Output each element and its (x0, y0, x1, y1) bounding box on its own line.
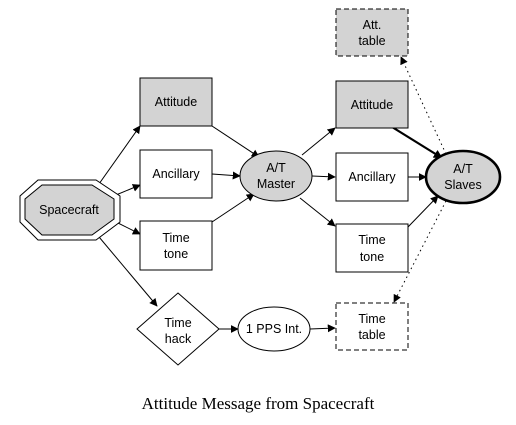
node-pps: 1 PPS Int. (237, 306, 311, 352)
node-att-table-label-2: table (358, 34, 385, 48)
edge-spacecraft-attitude (93, 125, 141, 192)
node-time-tone-in-label-2: tone (164, 247, 188, 261)
node-time-hack-label-1: Time (164, 316, 191, 330)
edge-ancillary-master (211, 171, 241, 180)
node-time-table: Time table (335, 302, 409, 351)
node-attitude-in-label: Attitude (155, 95, 197, 109)
node-attitude-out: Attitude (335, 80, 409, 129)
edge-attitude-out-slaves (391, 126, 443, 159)
edge-pps-time-table (309, 324, 336, 333)
edge-time-tone-master (211, 193, 255, 223)
node-at-master-label-2: Master (257, 177, 295, 191)
node-spacecraft-label: Spacecraft (39, 203, 99, 217)
node-attitude-out-label: Attitude (351, 98, 393, 112)
node-pps-label: 1 PPS Int. (246, 322, 302, 336)
node-ancillary-out: Ancillary (335, 152, 409, 202)
edge-master-ancillary-out (311, 172, 336, 181)
node-time-table-label-2: table (358, 328, 385, 342)
node-at-master-label-1: A/T (266, 161, 286, 175)
node-time-hack-label-2: hack (165, 332, 192, 346)
node-att-table: Att. table (335, 8, 409, 57)
node-at-slaves: A/T Slaves (424, 149, 502, 205)
node-ancillary-in: Ancillary (139, 149, 213, 199)
node-time-table-label-1: Time (358, 312, 385, 326)
edge-spacecraft-time-hack (93, 230, 158, 307)
node-time-hack: Time hack (136, 292, 220, 366)
node-ancillary-out-label: Ancillary (348, 170, 396, 184)
edge-master-time-tone-out (299, 197, 336, 227)
node-at-slaves-label-1: A/T (453, 162, 473, 176)
node-attitude-in: Attitude (139, 77, 213, 127)
edge-spacecraft-ancillary (115, 184, 141, 196)
node-ancillary-in-label: Ancillary (152, 167, 200, 181)
figure-caption: Attitude Message from Spacecraft (142, 394, 375, 413)
node-time-tone-in-label-1: Time (162, 231, 189, 245)
edges (93, 56, 447, 333)
edge-time-tone-out-slaves (407, 195, 439, 228)
node-time-tone-out-label-2: tone (360, 250, 384, 264)
edge-master-attitude-out (301, 127, 336, 156)
edge-spacecraft-time-tone (115, 221, 141, 235)
edge-attitude-master (211, 125, 260, 158)
node-spacecraft: Spacecraft (19, 179, 121, 241)
node-time-tone-out-label-1: Time (358, 233, 385, 247)
node-time-tone-in: Time tone (139, 220, 213, 271)
node-at-slaves-label-2: Slaves (444, 178, 482, 192)
node-time-tone-out: Time tone (335, 223, 409, 273)
node-att-table-label-1: Att. (363, 18, 382, 32)
node-at-master: A/T Master (239, 150, 313, 202)
